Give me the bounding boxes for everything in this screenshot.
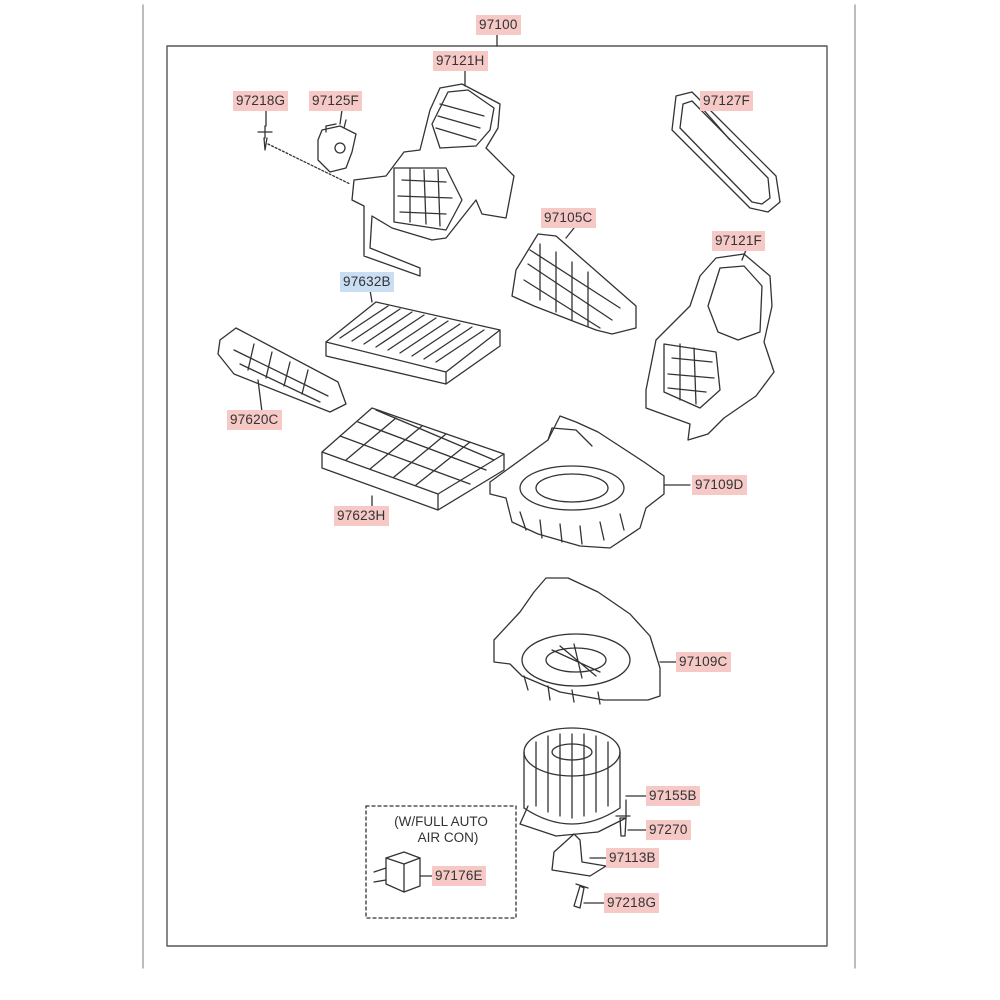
part-label-97270[interactable]: 97270 [646,820,691,840]
bracket-icon [551,833,607,877]
part-label-97623h[interactable]: 97623H [334,506,389,526]
part-label-97109d[interactable]: 97109D [692,475,747,495]
part-label-97109c[interactable]: 97109C [676,652,731,672]
part-label-97113b[interactable]: 97113B [606,848,659,868]
filter-frame-icon [321,407,505,511]
intake-door-housing-icon [351,69,515,277]
part-label-97127f[interactable]: 97127F [700,91,753,111]
screw-icon [573,883,605,909]
blower-case-icon [511,227,637,335]
part-label-97176e[interactable]: 97176E [432,866,486,886]
part-label-97105c[interactable]: 97105C [541,208,596,228]
part-label-97620c[interactable]: 97620C [227,410,282,430]
resistor-icon [373,851,433,893]
screw-icon [615,815,647,837]
part-label-97121f[interactable]: 97121F [712,231,765,251]
part-label-97121h[interactable]: 97121H [433,51,488,71]
cabin-filter-icon [325,289,501,385]
part-label-97125f[interactable]: 97125F [309,91,362,111]
part-label-97632b[interactable]: 97632B [340,272,394,292]
intake-housing-icon [645,249,775,441]
option-box [365,805,517,919]
part-label-97155b[interactable]: 97155B [646,786,700,806]
part-label-97218g-bottom[interactable]: 97218G [604,893,660,913]
part-label-97218g-top[interactable]: 97218G [233,91,289,111]
actuator-icon [317,109,357,173]
option-note-line2: AIR CON) [417,830,479,845]
blower-case-lower-icon [493,577,677,705]
option-note: (W/FULL AUTO AIR CON) [368,814,514,846]
blower-case-upper-icon [489,415,691,549]
part-label-97100[interactable]: 97100 [476,15,521,35]
screw-icon [257,109,351,185]
filter-cover-icon [217,327,347,413]
option-note-line1: (W/FULL AUTO [394,814,488,829]
blower-motor-icon [519,727,647,837]
